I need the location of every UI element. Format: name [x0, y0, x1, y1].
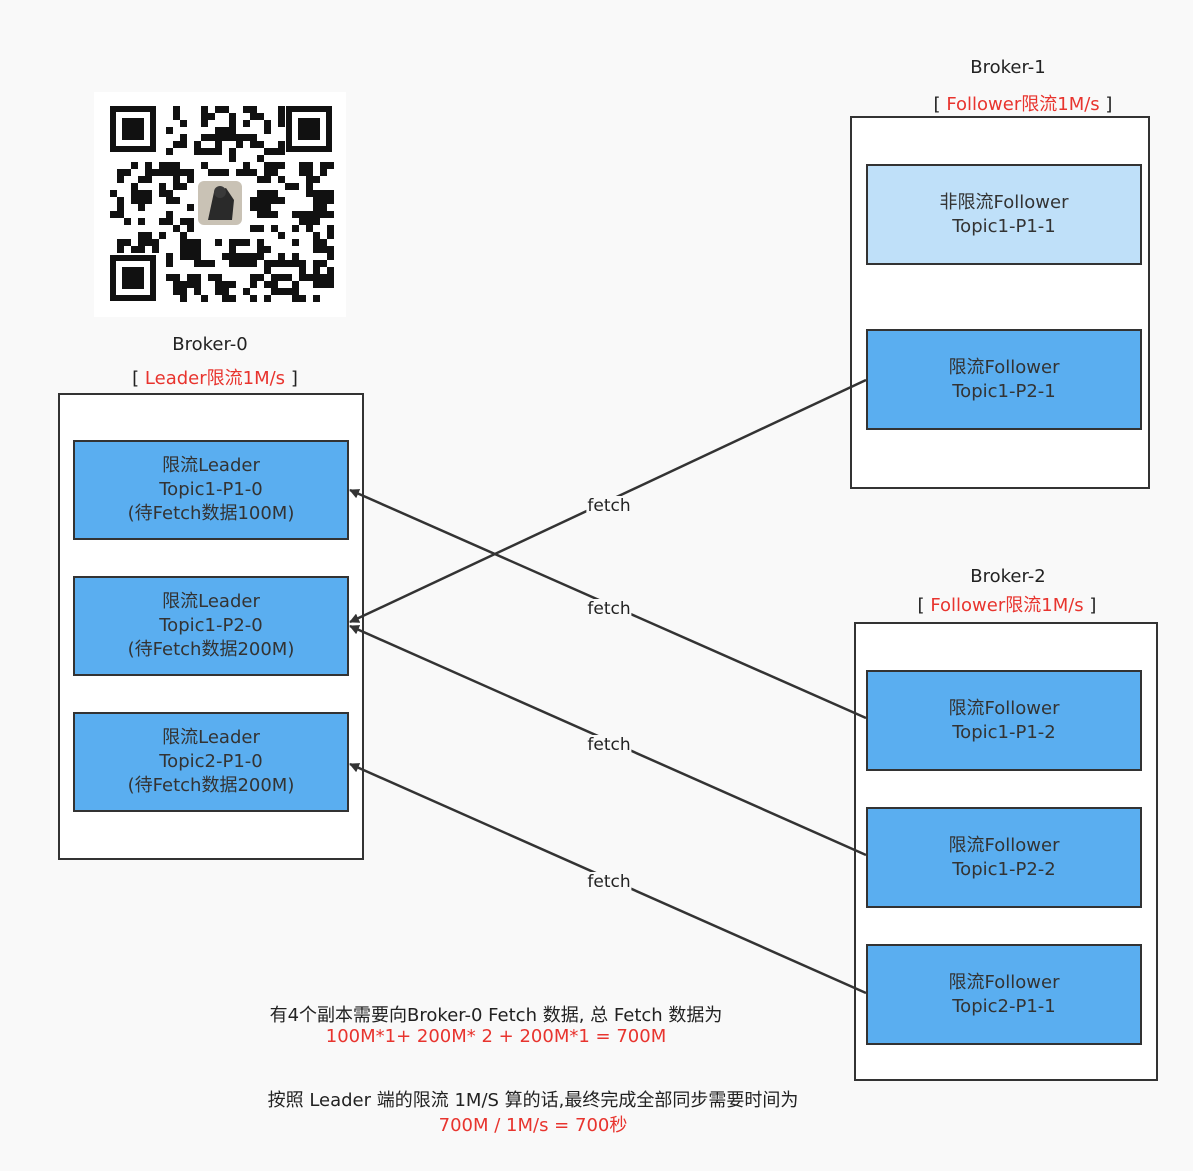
broker1-note-text: Follower限流1M/s: [946, 94, 1100, 115]
broker2-title: Broker-2: [970, 566, 1046, 587]
fetch-label-3: fetch: [586, 735, 632, 755]
broker2-partition-topic2-p1-1[interactable]: 限流Follower Topic2-P1-1: [866, 944, 1142, 1045]
broker2-partition-topic1-p2-2[interactable]: 限流Follower Topic1-P2-2: [866, 807, 1142, 908]
broker1-partition-topic1-p1-1[interactable]: 非限流Follower Topic1-P1-1: [866, 164, 1142, 265]
broker2-note: [ Follower限流1M/s ]: [852, 591, 1162, 617]
broker2-note-text: Follower限流1M/s: [930, 595, 1084, 616]
fetch-label-4: fetch: [586, 872, 632, 892]
qr-code-icon: [94, 92, 346, 317]
partition-role: 非限流Follower: [939, 191, 1069, 213]
partition-id: Topic2-P1-1: [952, 995, 1056, 1017]
fetch-label-1: fetch: [586, 496, 632, 516]
partition-role: 限流Follower: [948, 356, 1060, 378]
partition-role: 限流Follower: [948, 697, 1060, 719]
partition-role: 限流Leader: [162, 455, 260, 476]
partition-id: Topic1-P2-2: [952, 858, 1056, 880]
broker1-title: Broker-1: [970, 57, 1046, 78]
broker0-partition-topic1-p2-0[interactable]: 限流Leader Topic1-P2-0 (待Fetch数据200M): [73, 576, 349, 676]
broker0-title: Broker-0: [172, 334, 248, 355]
partition-id: Topic1-P2-1: [952, 380, 1056, 402]
summary-line-1: 有4个副本需要向Broker-0 Fetch 数据, 总 Fetch 数据为: [269, 1005, 723, 1026]
partition-role: 限流Leader: [162, 591, 260, 612]
summary-line-4: 700M / 1M/s = 700秒: [438, 1115, 628, 1136]
broker0-partition-topic2-p1-0[interactable]: 限流Leader Topic2-P1-0 (待Fetch数据200M): [73, 712, 349, 812]
broker0-note-open: [: [132, 368, 140, 389]
partition-role: 限流Follower: [948, 834, 1060, 856]
broker2-note-close: ]: [1089, 595, 1097, 616]
partition-pending: (待Fetch数据200M): [127, 639, 295, 660]
partition-pending: (待Fetch数据100M): [127, 503, 295, 524]
partition-id: Topic1-P1-2: [952, 721, 1056, 743]
broker0-partition-topic1-p1-0[interactable]: 限流Leader Topic1-P1-0 (待Fetch数据100M): [73, 440, 349, 540]
qr-code: [94, 92, 346, 317]
broker2-partition-topic1-p1-2[interactable]: 限流Follower Topic1-P1-2: [866, 670, 1142, 771]
broker2-note-open: [: [917, 595, 925, 616]
partition-id: Topic2-P1-0: [159, 751, 263, 772]
broker1-partition-topic1-p2-1[interactable]: 限流Follower Topic1-P2-1: [866, 329, 1142, 430]
partition-id: Topic1-P2-0: [159, 615, 263, 636]
partition-id: Topic1-P1-1: [952, 215, 1056, 237]
broker0-note: [ Leader限流1M/s ]: [60, 364, 370, 390]
summary-line-3: 按照 Leader 端的限流 1M/S 算的话,最终完成全部同步需要时间为: [267, 1090, 799, 1111]
fetch-label-2: fetch: [586, 599, 632, 619]
broker0-note-text: Leader限流1M/s: [144, 368, 286, 389]
broker1-note: [ Follower限流1M/s ]: [868, 90, 1178, 116]
partition-pending: (待Fetch数据200M): [127, 775, 295, 796]
partition-role: 限流Leader: [162, 727, 260, 748]
partition-id: Topic1-P1-0: [159, 479, 263, 500]
broker1-note-open: [: [933, 94, 941, 115]
broker1-note-close: ]: [1105, 94, 1113, 115]
summary-line-2: 100M*1+ 200M* 2 + 200M*1 = 700M: [325, 1026, 667, 1047]
broker0-note-close: ]: [290, 368, 298, 389]
partition-role: 限流Follower: [948, 971, 1060, 993]
